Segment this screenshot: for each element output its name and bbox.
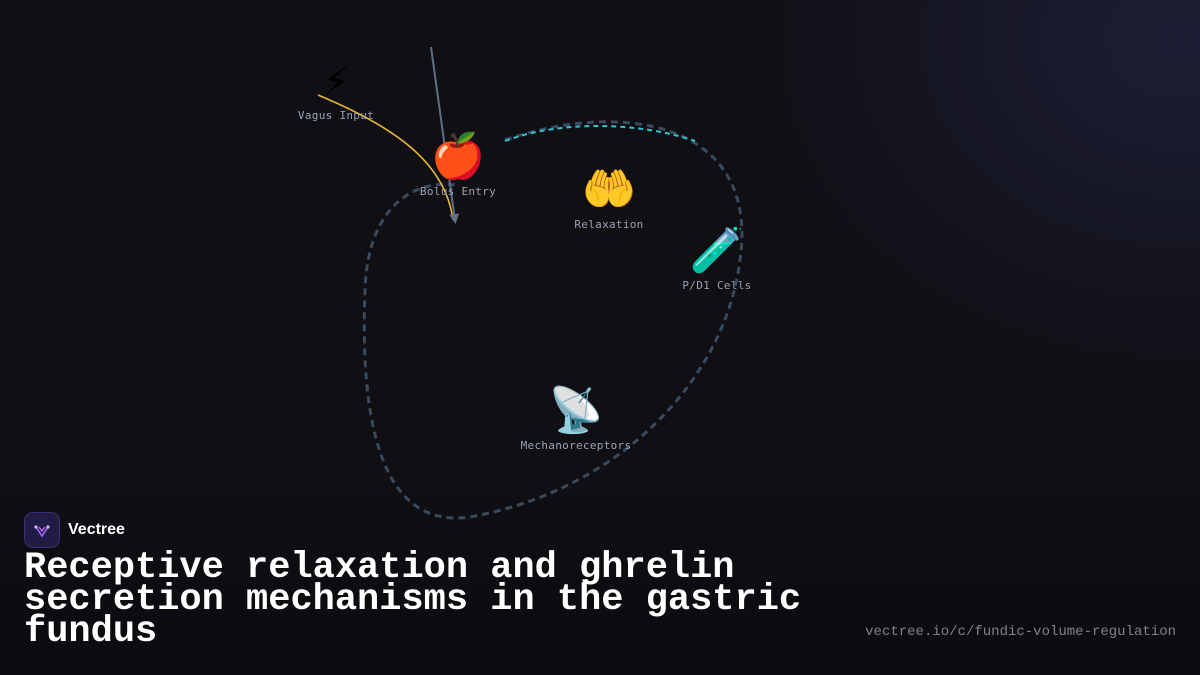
node-pd1-cells: 🧪 P/D1 Cells [682, 225, 751, 292]
lightning-icon: ⚡ [322, 55, 350, 106]
test-tube-icon: 🧪 [689, 225, 745, 276]
node-label: Relaxation [574, 218, 644, 231]
ghrelin-path [504, 125, 696, 142]
vectree-logo-icon [24, 512, 60, 548]
node-label: Vagus Input [297, 109, 375, 122]
vagus-arrow [317, 94, 454, 221]
node-vagus-input: ⚡ Vagus Input [298, 55, 374, 122]
open-hands-icon: 🤲 [581, 164, 637, 215]
node-relaxation: 🤲 Relaxation [574, 164, 643, 231]
node-label: Mechanoreceptors [520, 439, 632, 452]
node-label: Bolus Entry [419, 185, 497, 198]
satellite-antenna-icon: 📡 [548, 385, 604, 436]
page-title: Receptive relaxation and ghrelin secreti… [24, 547, 802, 653]
node-label: P/D1 Cells [682, 279, 752, 292]
bolus-arrow [430, 46, 460, 224]
node-mechanoreceptors: 📡 Mechanoreceptors [521, 385, 632, 452]
source-url[interactable]: vectree.io/c/fundic-volume-regulation [865, 624, 1176, 640]
brand[interactable]: Vectree [24, 512, 125, 548]
node-bolus-entry: 🍎 Bolus Entry [420, 131, 496, 198]
brand-name: Vectree [68, 521, 125, 538]
fundus-outline [362, 120, 744, 520]
apple-icon: 🍎 [430, 131, 486, 182]
